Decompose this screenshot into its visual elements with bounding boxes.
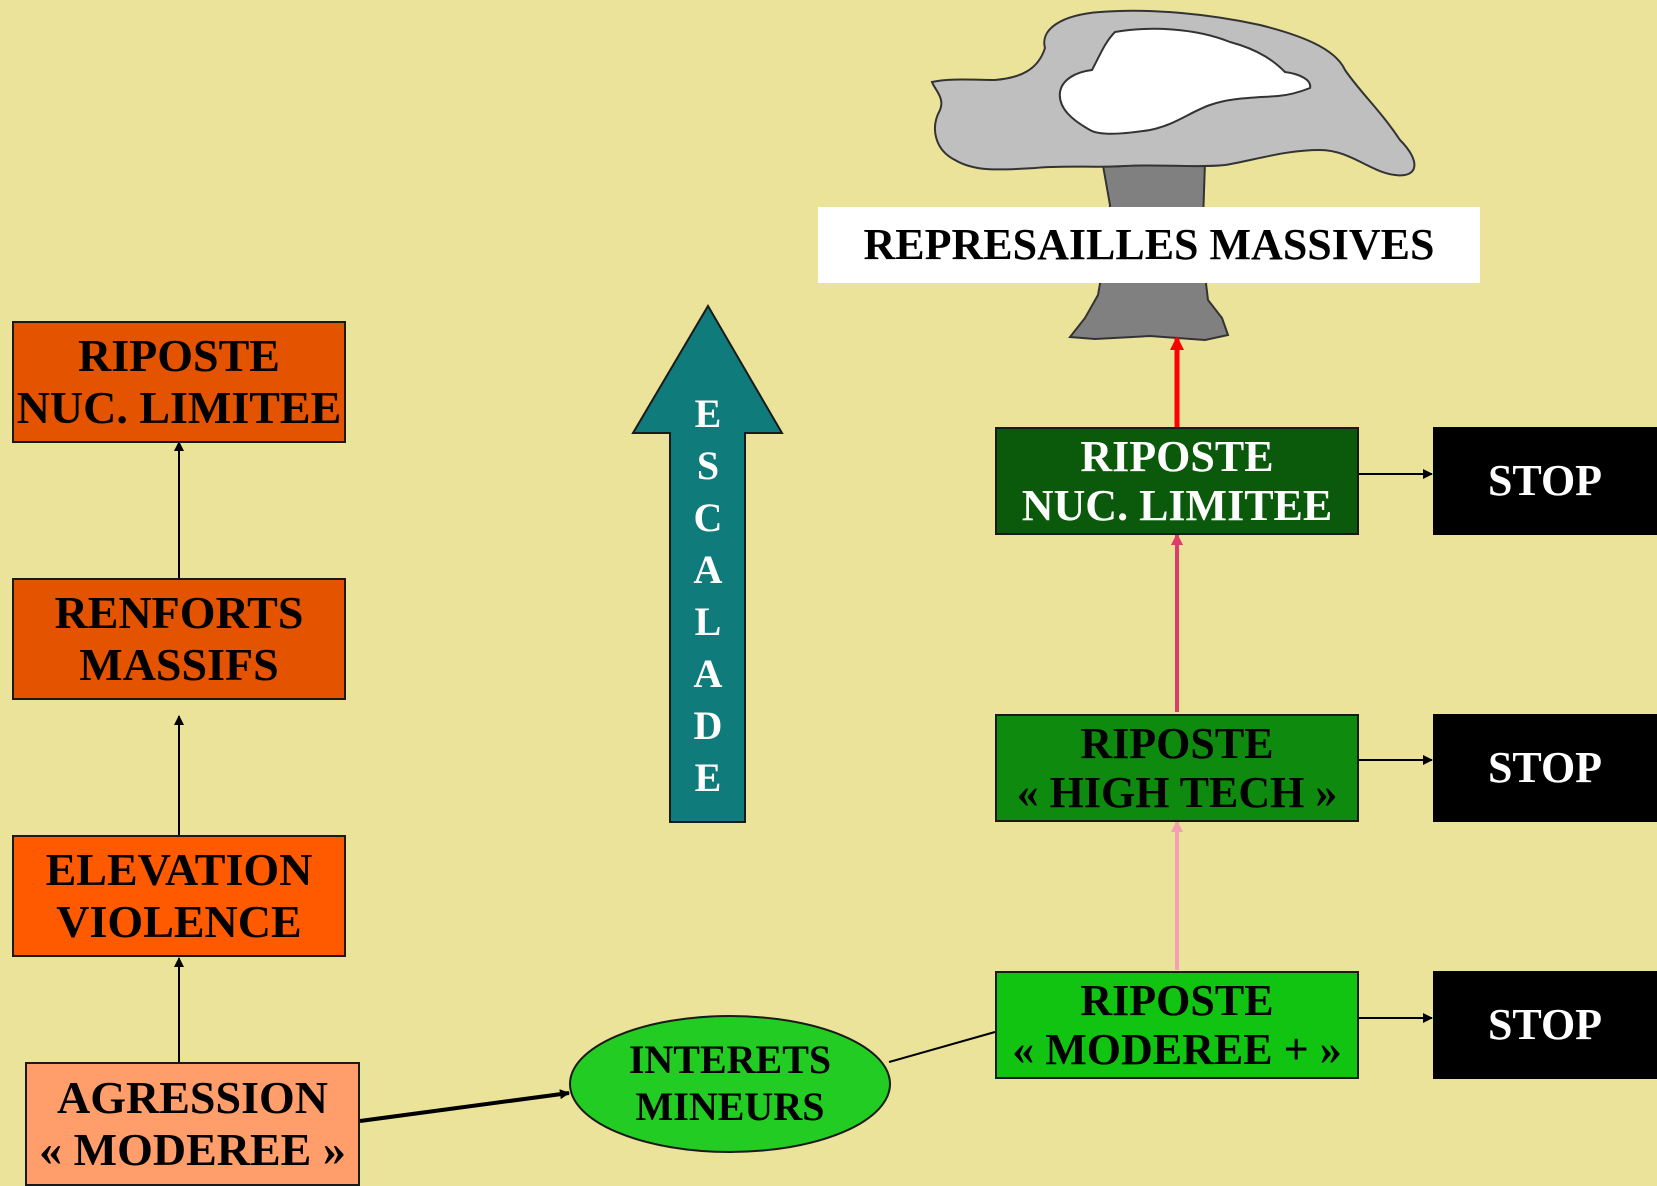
right-riposte-nuc-box: RIPOSTE NUC. LIMITEE	[995, 427, 1359, 535]
escalade-letter: A	[693, 651, 723, 696]
escalade-letter: S	[696, 443, 720, 488]
stop-box-1: STOP	[1433, 427, 1657, 535]
renforts-line2: MASSIFS	[79, 639, 279, 690]
agression-line2: « MODEREE »	[39, 1124, 346, 1175]
escalade-letter: E	[694, 391, 722, 436]
interets-mineurs-ellipse	[569, 1015, 891, 1153]
moderee-line1: RIPOSTE	[1080, 975, 1274, 1025]
escalade-letter: D	[693, 703, 723, 748]
right-riposte-nuc-line1: RIPOSTE	[1080, 431, 1274, 481]
interets-mineurs-label: INTERETS MINEURS	[590, 1036, 870, 1130]
right-riposte-nuc-line2: NUC. LIMITEE	[1021, 481, 1333, 530]
elevation-line2: VIOLENCE	[56, 896, 302, 947]
interets-line2: MINEURS	[635, 1084, 825, 1130]
escalade-letter: E	[694, 755, 722, 800]
elevation-violence-box: ELEVATION VIOLENCE	[12, 835, 346, 957]
escalade-letter: A	[693, 547, 723, 592]
represailles-massives-label: REPRESAILLES MASSIVES	[818, 207, 1480, 283]
renforts-line1: RENFORTS	[54, 587, 304, 639]
left-riposte-nuc-box: RIPOSTE NUC. LIMITEE	[12, 321, 346, 443]
escalade-label: E S C A L A D E	[680, 388, 736, 804]
arrow-agression-to-interets	[359, 1089, 570, 1123]
hightech-line2: « HIGH TECH »	[1016, 768, 1338, 817]
left-riposte-nuc-line2: NUC. LIMITEE	[16, 382, 342, 433]
stop-label: STOP	[1487, 1000, 1603, 1050]
riposte-moderee-box: RIPOSTE « MODEREE + »	[995, 971, 1359, 1079]
stop-box-3: STOP	[1433, 971, 1657, 1079]
stop-label: STOP	[1487, 456, 1603, 506]
escalade-letter: L	[694, 599, 722, 644]
represailles-text: REPRESAILLES MASSIVES	[863, 220, 1435, 270]
escalade-arrow-icon	[631, 304, 784, 823]
agression-moderee-box: AGRESSION « MODEREE »	[25, 1062, 360, 1186]
riposte-high-tech-box: RIPOSTE « HIGH TECH »	[995, 714, 1359, 822]
left-riposte-nuc-line1: RIPOSTE	[78, 330, 280, 382]
escalade-letter: C	[693, 495, 723, 540]
agression-line1: AGRESSION	[57, 1072, 328, 1124]
interets-line1: INTERETS	[628, 1037, 832, 1082]
stop-box-2: STOP	[1433, 714, 1657, 822]
line-interets-to-moderee	[888, 1031, 996, 1063]
elevation-line1: ELEVATION	[45, 844, 313, 896]
cloud-hole-icon	[1058, 27, 1312, 135]
moderee-line2: « MODEREE + »	[1012, 1025, 1342, 1074]
hightech-line1: RIPOSTE	[1080, 718, 1274, 768]
stop-label: STOP	[1487, 743, 1603, 793]
renforts-massifs-box: RENFORTS MASSIFS	[12, 578, 346, 700]
